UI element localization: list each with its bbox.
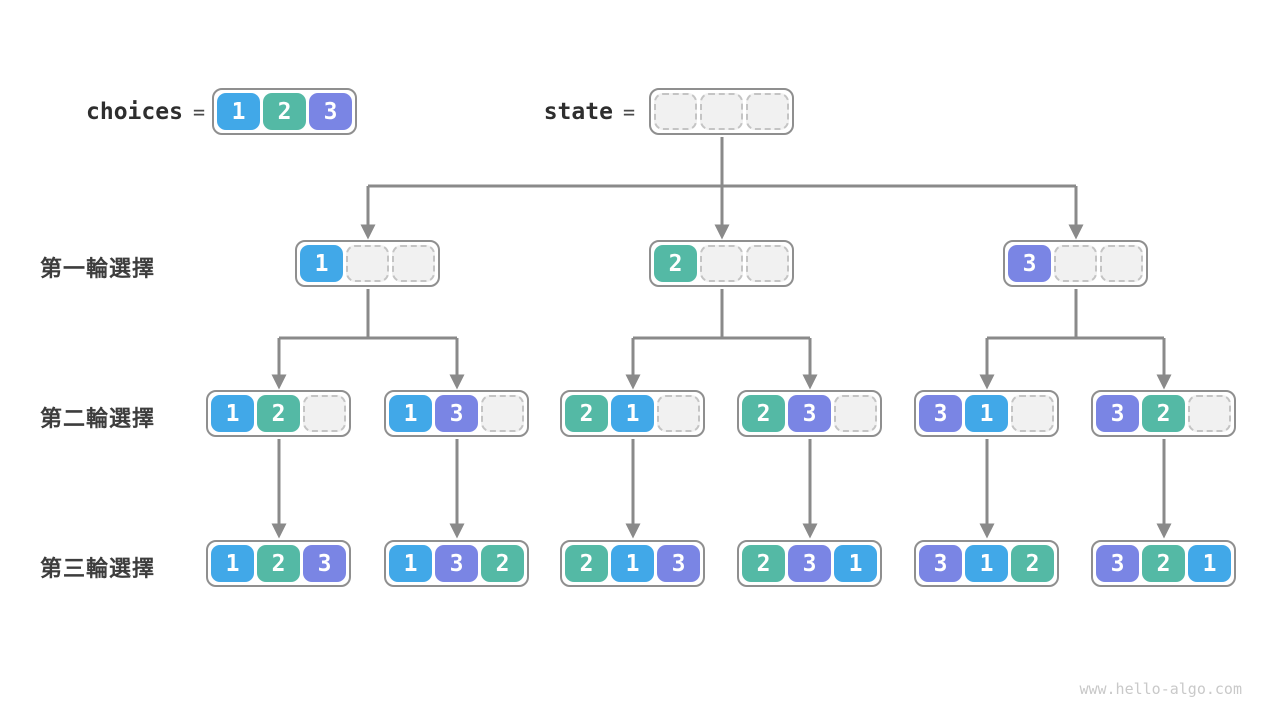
- value-cell: 1: [211, 545, 254, 582]
- row-label-round-2: 第二輪選擇: [40, 406, 156, 431]
- empty-cell: [392, 245, 435, 282]
- value-cell: 1: [211, 395, 254, 432]
- empty-cell: [654, 93, 697, 130]
- value-cell: 3: [919, 545, 962, 582]
- state-array: [649, 88, 794, 135]
- value-cell: 1: [300, 245, 343, 282]
- value-cell: 3: [788, 395, 831, 432]
- value-cell: 2: [1142, 395, 1185, 432]
- value-cell: 2: [257, 395, 300, 432]
- empty-cell: [481, 395, 524, 432]
- choices-label-text: choices: [86, 98, 183, 125]
- row-label-round-1: 第一輪選擇: [40, 256, 156, 281]
- value-cell: 1: [217, 93, 260, 130]
- equals-sign: =: [622, 99, 635, 124]
- empty-cell: [746, 245, 789, 282]
- empty-cell: [346, 245, 389, 282]
- value-cell: 2: [565, 545, 608, 582]
- empty-cell: [834, 395, 877, 432]
- value-cell: 3: [657, 545, 700, 582]
- value-cell: 2: [1011, 545, 1054, 582]
- value-cell: 1: [389, 395, 432, 432]
- value-cell: 2: [654, 245, 697, 282]
- value-cell: 2: [742, 545, 785, 582]
- choices-label: choices =: [40, 88, 205, 135]
- value-cell: 3: [919, 395, 962, 432]
- empty-cell: [1011, 395, 1054, 432]
- state-label: state =: [490, 88, 635, 135]
- value-cell: 2: [742, 395, 785, 432]
- value-cell: 3: [1096, 545, 1139, 582]
- empty-cell: [1054, 245, 1097, 282]
- value-cell: 2: [1142, 545, 1185, 582]
- value-cell: 1: [834, 545, 877, 582]
- tree-node: 3: [1003, 240, 1148, 287]
- empty-cell: [657, 395, 700, 432]
- row-label-round-3: 第三輪選擇: [40, 556, 156, 581]
- value-cell: 1: [611, 545, 654, 582]
- value-cell: 1: [965, 395, 1008, 432]
- value-cell: 1: [965, 545, 1008, 582]
- empty-cell: [1188, 395, 1231, 432]
- empty-cell: [1100, 245, 1143, 282]
- empty-cell: [700, 93, 743, 130]
- value-cell: 2: [481, 545, 524, 582]
- value-cell: 3: [1096, 395, 1139, 432]
- empty-cell: [746, 93, 789, 130]
- empty-cell: [303, 395, 346, 432]
- equals-sign: =: [192, 99, 205, 124]
- value-cell: 3: [309, 93, 352, 130]
- value-cell: 3: [435, 545, 478, 582]
- value-cell: 1: [389, 545, 432, 582]
- value-cell: 2: [257, 545, 300, 582]
- value-cell: 3: [435, 395, 478, 432]
- value-cell: 3: [788, 545, 831, 582]
- value-cell: 1: [1188, 545, 1231, 582]
- value-cell: 2: [263, 93, 306, 130]
- tree-node: 1: [295, 240, 440, 287]
- value-cell: 2: [565, 395, 608, 432]
- watermark: www.hello-algo.com: [1079, 680, 1242, 698]
- value-cell: 1: [611, 395, 654, 432]
- state-label-text: state: [543, 98, 613, 125]
- value-cell: 3: [303, 545, 346, 582]
- value-cell: 3: [1008, 245, 1051, 282]
- tree-node: 2: [649, 240, 794, 287]
- empty-cell: [700, 245, 743, 282]
